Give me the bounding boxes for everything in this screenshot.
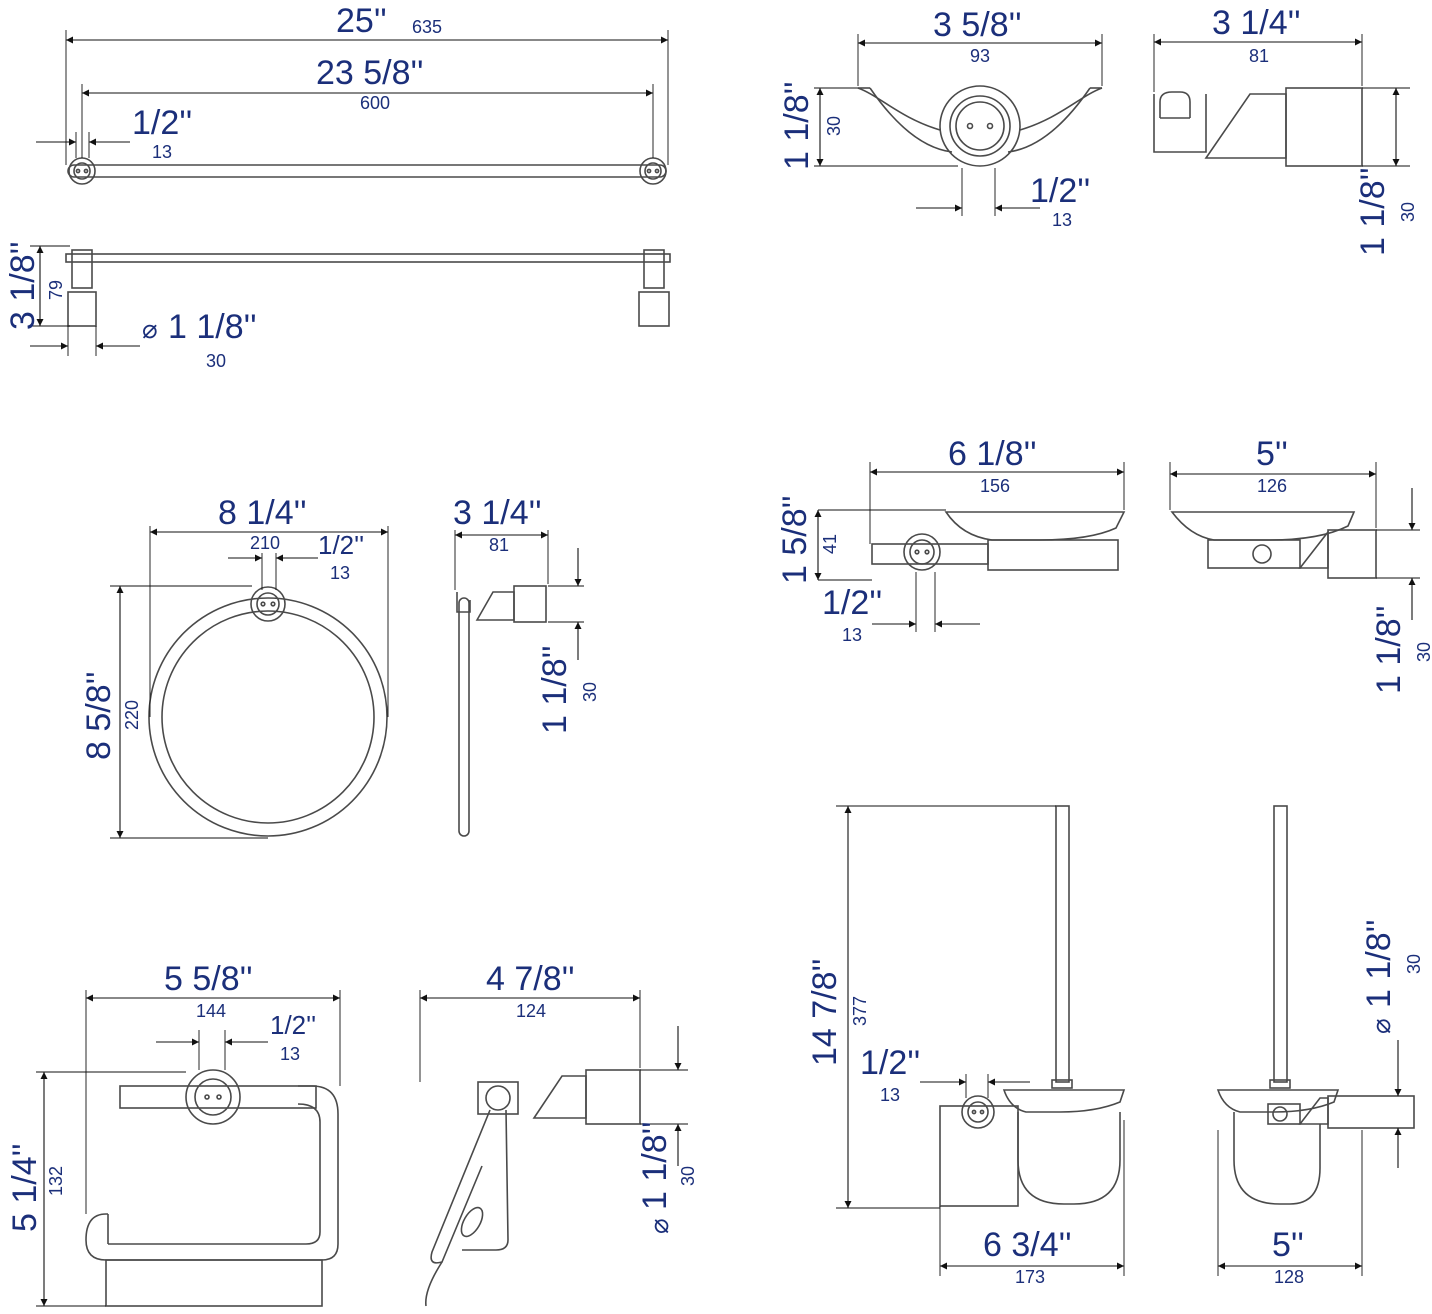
soap-dish-depth-inch: 5'' [1256, 435, 1288, 473]
paper-holder-height-mm: 132 [46, 1166, 66, 1196]
brush-holder-flange-mm: 30 [1404, 954, 1424, 974]
soap-dish-post-inch: 1/2'' [822, 584, 882, 622]
towel-ring-post-mm: 13 [330, 563, 350, 583]
soap-dish-flange-mm: 30 [1414, 642, 1432, 662]
towel-bar-post-mm: 13 [152, 142, 172, 162]
paper-holder-diameter-symbol: ⌀ [644, 1218, 674, 1234]
soap-dish-front-view [871, 511, 1126, 571]
towel-ring-height-mm: 220 [122, 700, 142, 730]
soap-dish-height-inch: 1 5/8'' [776, 495, 814, 584]
brush-holder-diameter-symbol: ⌀ [1366, 1018, 1396, 1034]
brush-holder-post-inch: 1/2'' [860, 1044, 920, 1082]
towel-bar-overall-inch: 25'' [336, 2, 387, 40]
towel-bar-projection-mm: 79 [46, 280, 66, 300]
towel-bar-drawing: 25'' 635 23 5/8'' 600 1/2'' 13 3 1/8'' 7… [4, 2, 671, 371]
towel-bar-post-inch: 1/2'' [132, 104, 192, 142]
soap-dish-height-mm: 41 [820, 534, 840, 554]
towel-ring-depth-mm: 81 [489, 535, 509, 555]
robe-hook-drawing: 3 5/8'' 93 1 1/8'' 30 1/2'' 13 3 1/4'' 8… [778, 4, 1418, 256]
towel-ring-side-view [456, 585, 547, 837]
towel-bar-centers-inch: 23 5/8'' [316, 54, 424, 92]
paper-holder-height-inch: 5 1/4'' [6, 1143, 44, 1232]
robe-hook-side-depth-mm: 81 [1249, 46, 1269, 66]
towel-bar-side-view [65, 249, 671, 327]
robe-hook-height-mm: 30 [824, 116, 844, 136]
towel-ring-width-inch: 8 1/4'' [218, 494, 307, 532]
towel-bar-diameter-symbol: ⌀ [142, 314, 158, 344]
brush-holder-width-mm: 173 [1015, 1267, 1045, 1287]
robe-hook-front-view [857, 85, 1103, 167]
robe-hook-width-inch: 3 5/8'' [933, 6, 1022, 44]
soap-dish-drawing: 6 1/8'' 156 1 5/8'' 41 1/2'' 13 5'' 126 … [776, 435, 1432, 694]
towel-bar-flange-mm: 30 [206, 351, 226, 371]
robe-hook-post-inch: 1/2'' [1030, 172, 1090, 210]
paper-holder-depth-inch: 4 7/8'' [486, 960, 575, 998]
robe-hook-width-mm: 93 [970, 46, 990, 66]
brush-holder-depth-inch: 5'' [1272, 1226, 1304, 1264]
brush-holder-width-inch: 6 3/4'' [983, 1226, 1072, 1264]
soap-dish-width-mm: 156 [980, 476, 1010, 496]
paper-holder-width-mm: 144 [196, 1001, 226, 1021]
towel-ring-post-inch: 1/2'' [318, 530, 364, 560]
towel-ring-drawing: 8 1/4'' 210 1/2'' 13 8 5/8'' 220 3 1/4''… [80, 494, 600, 839]
towel-ring-front-view [148, 586, 388, 837]
paper-holder-depth-mm: 124 [516, 1001, 546, 1021]
paper-holder-flange-inch: 1 1/8'' [636, 1121, 674, 1210]
paper-holder-side-view [425, 1069, 641, 1307]
robe-hook-side-depth-inch: 3 1/4'' [1212, 4, 1301, 42]
robe-hook-height-inch: 1 1/8'' [778, 81, 816, 170]
paper-holder-post-mm: 13 [280, 1044, 300, 1064]
brush-holder-flange-inch: 1 1/8'' [1360, 919, 1398, 1008]
towel-ring-height-inch: 8 5/8'' [80, 671, 118, 760]
soap-dish-post-mm: 13 [842, 625, 862, 645]
towel-ring-depth-inch: 3 1/4'' [453, 494, 542, 532]
towel-bar-projection-inch: 3 1/8'' [4, 241, 42, 330]
robe-hook-side-view [1153, 87, 1363, 167]
brush-holder-drawing: 14 7/8'' 377 1/2'' 13 6 3/4'' 173 5'' 12… [806, 805, 1424, 1287]
soap-dish-flange-inch: 1 1/8'' [1370, 605, 1408, 694]
paper-holder-drawing: 5 5/8'' 144 1/2'' 13 5 1/4'' 132 4 7/8''… [6, 960, 698, 1307]
brush-holder-side-view [1216, 805, 1415, 1205]
robe-hook-side-height-inch: 1 1/8'' [1354, 167, 1392, 256]
brush-holder-depth-mm: 128 [1274, 1267, 1304, 1287]
towel-ring-flange-inch: 1 1/8'' [536, 645, 574, 734]
robe-hook-side-height-mm: 30 [1398, 202, 1418, 222]
soap-dish-side-view [1170, 511, 1377, 579]
towel-ring-width-mm: 210 [250, 533, 280, 553]
brush-holder-front-view [939, 805, 1126, 1207]
brush-holder-post-mm: 13 [880, 1085, 900, 1105]
robe-hook-post-mm: 13 [1052, 210, 1072, 230]
towel-bar-centers-mm: 600 [360, 93, 390, 113]
towel-ring-flange-mm: 30 [580, 682, 600, 702]
paper-holder-post-inch: 1/2'' [270, 1010, 316, 1040]
paper-holder-flange-mm: 30 [678, 1166, 698, 1186]
paper-holder-width-inch: 5 5/8'' [164, 960, 253, 998]
soap-dish-depth-mm: 126 [1257, 476, 1287, 496]
paper-holder-front-view [85, 1069, 339, 1307]
soap-dish-width-inch: 6 1/8'' [948, 435, 1037, 473]
towel-bar-overall-mm: 635 [412, 17, 442, 37]
brush-holder-height-inch: 14 7/8'' [806, 958, 844, 1066]
brush-holder-height-mm: 377 [850, 996, 870, 1026]
towel-bar-flange-inch: 1 1/8'' [168, 308, 257, 346]
